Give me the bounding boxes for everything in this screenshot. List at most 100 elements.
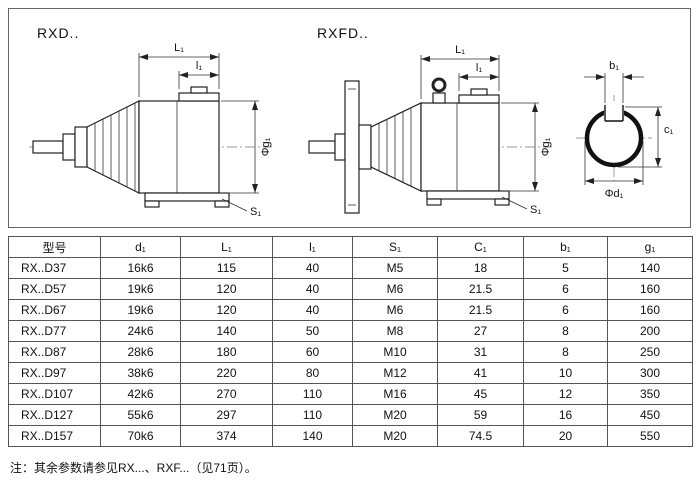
- value-cell: 19k6: [100, 278, 181, 300]
- value-cell: M10: [352, 341, 438, 363]
- value-cell: 110: [272, 383, 353, 405]
- shaft-body: [584, 101, 644, 168]
- dim-L1-label: L₁: [455, 44, 465, 56]
- model-cell: RX..D107: [8, 383, 101, 405]
- value-cell: M16: [352, 383, 438, 405]
- column-header: 型号: [8, 236, 101, 258]
- rxd-body: [32, 86, 230, 208]
- value-cell: 120: [180, 299, 273, 321]
- model-cell: RX..D57: [8, 278, 101, 300]
- value-cell: 40: [272, 257, 353, 279]
- rxd-dimensions: L₁ l₁ Φg₁ S₁: [138, 42, 272, 218]
- column-header: l₁: [272, 236, 353, 258]
- shaft-section-drawing: b₁ c₁ Φd₁: [576, 60, 674, 200]
- model-cell: RX..D97: [8, 362, 101, 384]
- rxfd-body: [308, 77, 510, 214]
- value-cell: M12: [352, 362, 438, 384]
- column-header: S₁: [352, 236, 438, 258]
- rxfd-drawing: L₁ l₁ Φg₁ S₁: [308, 44, 552, 216]
- model-cell: RX..D37: [8, 257, 101, 279]
- value-cell: M20: [352, 425, 438, 447]
- dim-S1-label: S₁: [250, 206, 261, 218]
- value-cell: 60: [272, 341, 353, 363]
- value-cell: 20: [523, 425, 608, 447]
- value-cell: 45: [437, 383, 524, 405]
- value-cell: 450: [607, 404, 693, 426]
- dim-l1-label: l₁: [476, 62, 482, 74]
- value-cell: 12: [523, 383, 608, 405]
- value-cell: 300: [607, 362, 693, 384]
- value-cell: 41: [437, 362, 524, 384]
- value-cell: 297: [180, 404, 273, 426]
- value-cell: 10: [523, 362, 608, 384]
- value-cell: 16k6: [100, 257, 181, 279]
- value-cell: 180: [180, 341, 273, 363]
- column-header: C₁: [437, 236, 524, 258]
- value-cell: 8: [523, 320, 608, 342]
- value-cell: 115: [180, 257, 273, 279]
- dim-S1-label: S₁: [530, 204, 541, 216]
- value-cell: 31: [437, 341, 524, 363]
- model-cell: RX..D87: [8, 341, 101, 363]
- value-cell: 74.5: [437, 425, 524, 447]
- model-cell: RX..D157: [8, 425, 101, 447]
- drawings-panel: RXD.. RXFD..: [8, 8, 691, 228]
- dim-g1-label: Φg₁: [260, 137, 272, 156]
- column-header: g₁: [607, 236, 693, 258]
- footnote: 注：其余参数请参见RX...、RXF...（见71页）。: [10, 461, 257, 475]
- rxd-drawing-label: RXD..: [37, 25, 80, 41]
- rxfd-dimensions: L₁ l₁ Φg₁ S₁: [420, 44, 552, 216]
- value-cell: 110: [272, 404, 353, 426]
- value-cell: 220: [180, 362, 273, 384]
- value-cell: 40: [272, 299, 353, 321]
- value-cell: M8: [352, 320, 438, 342]
- value-cell: 70k6: [100, 425, 181, 447]
- model-cell: RX..D77: [8, 320, 101, 342]
- value-cell: 80: [272, 362, 353, 384]
- value-cell: 140: [607, 257, 693, 279]
- value-cell: 5: [523, 257, 608, 279]
- value-cell: 18: [437, 257, 524, 279]
- value-cell: 140: [180, 320, 273, 342]
- rxfd-drawing-label: RXFD..: [317, 25, 369, 41]
- shaft-dimensions: b₁ c₁ Φd₁: [584, 60, 674, 200]
- value-cell: 374: [180, 425, 273, 447]
- value-cell: 27: [437, 320, 524, 342]
- value-cell: 6: [523, 299, 608, 321]
- column-header: b₁: [523, 236, 608, 258]
- value-cell: 59: [437, 404, 524, 426]
- value-cell: 55k6: [100, 404, 181, 426]
- value-cell: 8: [523, 341, 608, 363]
- value-cell: 160: [607, 299, 693, 321]
- value-cell: 19k6: [100, 299, 181, 321]
- value-cell: 16: [523, 404, 608, 426]
- value-cell: 6: [523, 278, 608, 300]
- dim-g1-label: Φg₁: [540, 137, 552, 156]
- column-header: L₁: [180, 236, 273, 258]
- value-cell: M6: [352, 278, 438, 300]
- value-cell: 350: [607, 383, 693, 405]
- value-cell: 120: [180, 278, 273, 300]
- value-cell: 200: [607, 320, 693, 342]
- dim-l1-label: l₁: [196, 60, 202, 72]
- dim-d1-label: Φd₁: [605, 188, 624, 200]
- dim-c1-label: c₁: [664, 124, 674, 136]
- value-cell: 38k6: [100, 362, 181, 384]
- value-cell: M6: [352, 299, 438, 321]
- column-header: d₁: [100, 236, 181, 258]
- value-cell: 42k6: [100, 383, 181, 405]
- value-cell: 21.5: [437, 299, 524, 321]
- value-cell: 270: [180, 383, 273, 405]
